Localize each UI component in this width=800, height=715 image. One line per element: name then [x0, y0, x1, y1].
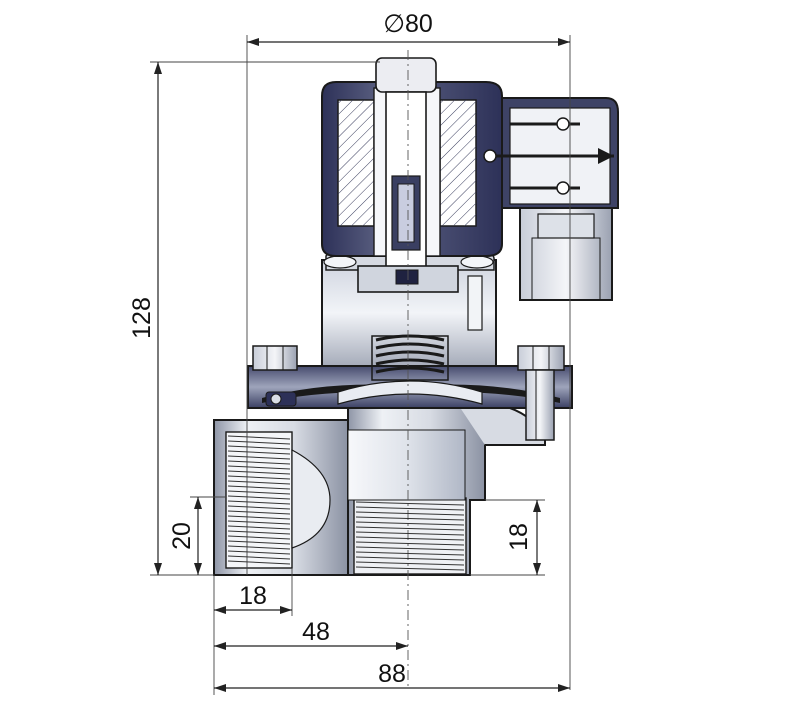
dim-label-port-left: 20 — [168, 522, 196, 550]
thread-line — [227, 490, 291, 495]
thread-line — [227, 550, 291, 555]
thread-line — [227, 520, 291, 525]
thread-line — [355, 516, 465, 521]
dim-label-bottom-18: 18 — [239, 582, 267, 610]
thread-line — [355, 506, 465, 511]
thread-line — [355, 566, 465, 571]
dimension-bottom-88: 88 — [214, 660, 570, 692]
thread-line — [355, 541, 465, 546]
thread-line — [227, 515, 291, 520]
thread-line — [227, 525, 291, 530]
valve-bore — [347, 429, 466, 501]
thread-line — [355, 536, 465, 541]
thread-line — [227, 535, 291, 540]
dimension-port-right: 18 — [470, 499, 545, 576]
dim-label-bottom-88: 88 — [378, 660, 406, 688]
thread-line — [227, 510, 291, 515]
thread-line — [227, 465, 291, 470]
thread-line — [227, 485, 291, 490]
thread-line — [227, 555, 291, 560]
thread-line — [355, 526, 465, 531]
thread-line — [227, 540, 291, 545]
thread-line — [227, 450, 291, 455]
thread-line — [227, 500, 291, 505]
thread-line — [227, 445, 291, 450]
thread-line — [355, 546, 465, 551]
outlet-thread-lines — [355, 501, 465, 571]
dimension-height: 128 — [128, 61, 380, 576]
thread-line — [355, 511, 465, 516]
thread-line — [227, 440, 291, 445]
thread-line — [227, 560, 291, 565]
thread-line — [227, 455, 291, 460]
thread-line — [355, 556, 465, 561]
thread-line — [355, 561, 465, 566]
dimension-diameter: ∅80 — [246, 10, 571, 690]
outlet-thread — [353, 497, 467, 575]
thread-line — [355, 521, 465, 526]
thread-line — [227, 505, 291, 510]
electrical-connector — [483, 97, 619, 301]
thread-line — [227, 460, 291, 465]
dimension-port-left: 20 — [168, 496, 226, 575]
thread-line — [227, 475, 291, 480]
thread-line — [355, 551, 465, 556]
thread-line — [227, 545, 291, 550]
bolt-right — [517, 345, 565, 441]
thread-line — [227, 530, 291, 535]
inlet-thread — [225, 431, 331, 569]
dim-label-height: 128 — [128, 297, 156, 339]
bolt-left — [252, 345, 298, 371]
thread-line — [227, 470, 291, 475]
thread-line — [355, 501, 465, 506]
thread-line — [227, 435, 291, 440]
plunger-tube — [357, 57, 459, 293]
inlet-thread-lines — [227, 435, 291, 565]
dim-label-port-right: 18 — [505, 523, 533, 551]
thread-line — [227, 495, 291, 500]
thread-line — [227, 480, 291, 485]
dim-label-bottom-48: 48 — [302, 618, 330, 646]
thread-line — [355, 531, 465, 536]
dim-label-diameter: ∅80 — [383, 10, 433, 38]
flange — [247, 365, 573, 409]
dimension-bottom-48: 48 — [214, 618, 408, 650]
dimension-bottom-18: 18 — [213, 568, 293, 695]
